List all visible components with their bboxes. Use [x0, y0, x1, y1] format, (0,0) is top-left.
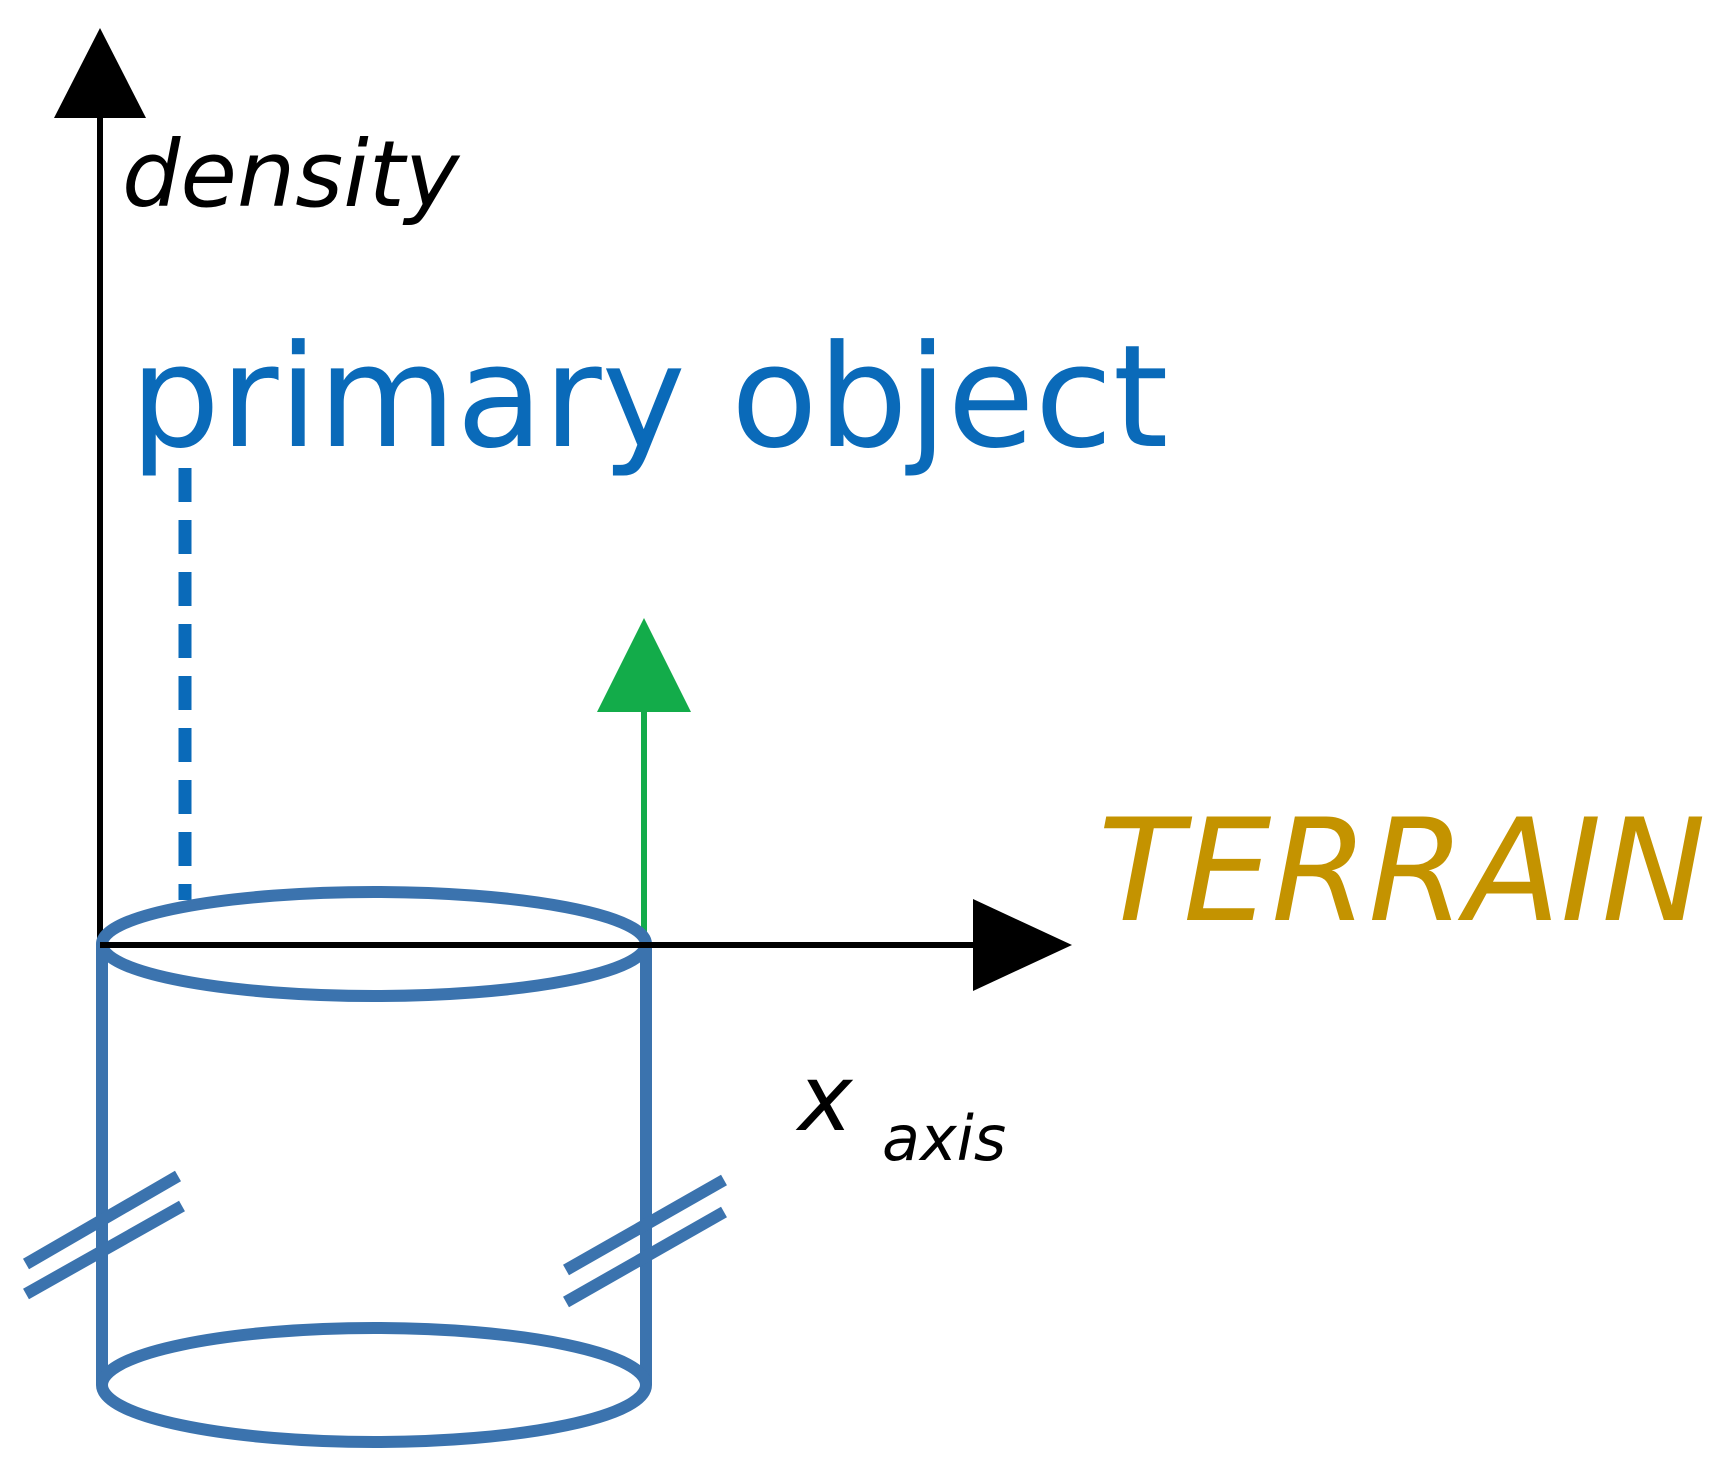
cylinder-break-mark-left-1: [22, 1170, 182, 1270]
terrain-label: TERRAIN: [1098, 789, 1706, 954]
x-axis-label: x: [795, 1045, 854, 1152]
cylinder-break-mark-right-2: [563, 1206, 727, 1308]
cylinder-break-mark-left-2: [23, 1200, 185, 1300]
x-axis-label-subscript: axis: [882, 1102, 1006, 1175]
cylinder-bottom-ellipse: [96, 1322, 652, 1448]
primary-object-label: primary object: [130, 315, 1168, 480]
green-arrow-head: [597, 618, 691, 712]
y-axis-label: density: [122, 121, 461, 228]
y-axis-arrowhead: [54, 28, 146, 118]
cylinder-break-mark-right-1: [563, 1174, 727, 1276]
cylinder: [22, 886, 727, 1448]
x-axis-arrowhead: [973, 899, 1072, 991]
